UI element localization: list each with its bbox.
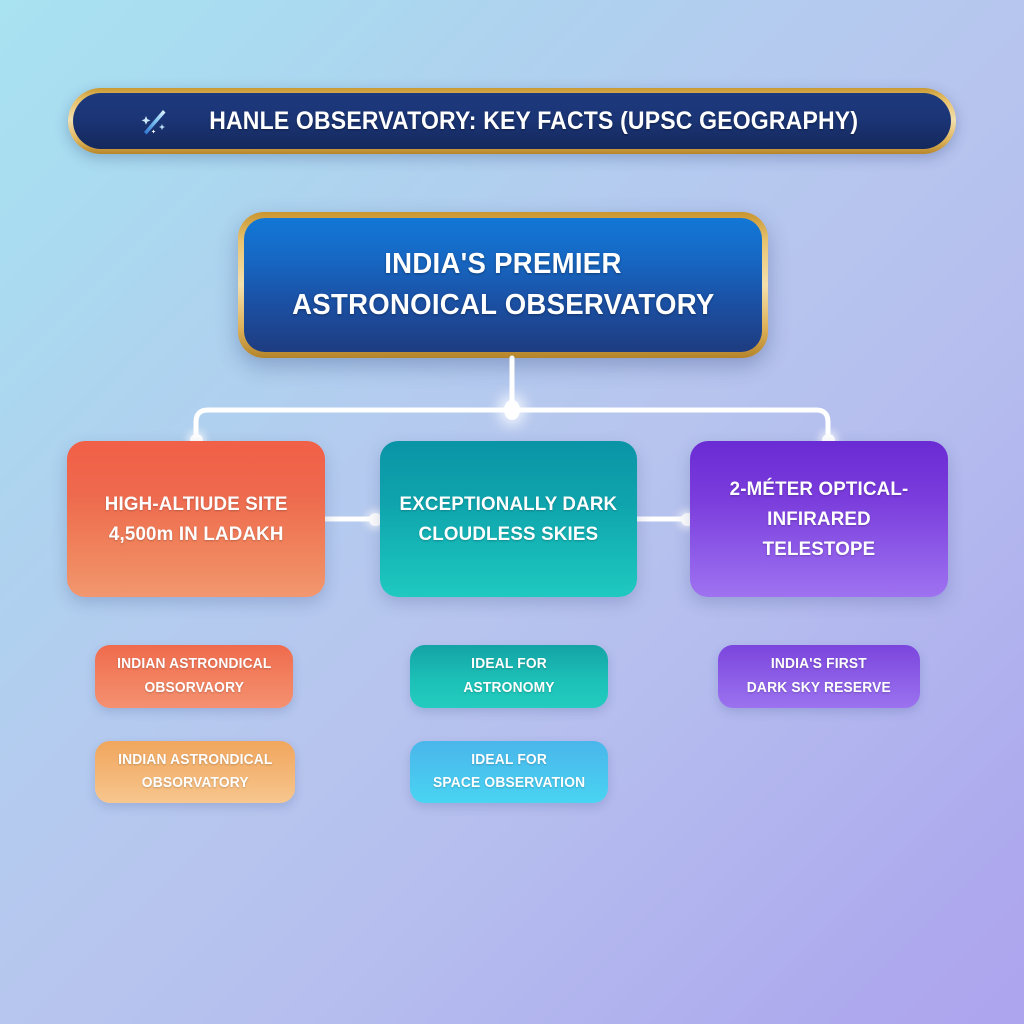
title-banner-inner: HANLE OBSERVATORY: KEY FACTS (UPSC GEOGR… bbox=[73, 93, 951, 149]
fact-card-1-text: HIGH-ALTIUDE SITE 4,500m IN LADAKH bbox=[91, 489, 301, 549]
fact-card-3-line-2: INFIRARED TELESTOPE bbox=[762, 507, 876, 561]
hero-line-2: ASTRONOICAL OBSERVATORY bbox=[291, 289, 715, 321]
connector-dot-card1-card2 bbox=[369, 513, 382, 526]
sub-pill-2a-line-1: IDEAL FOR bbox=[471, 656, 547, 673]
sub-pill-2a-line-2: ASTRONOMY bbox=[463, 679, 555, 696]
sub-pill-1b-line-2: OBSORVATORY bbox=[141, 775, 249, 791]
fact-card-3-text: 2-MÉTER OPTICAL- INFIRARED TELESTOPE bbox=[695, 474, 943, 565]
sub-pill-ideal-for-space-observation[interactable]: IDEAL FOR SPACE OBSERVATION bbox=[410, 741, 608, 803]
fact-card-3-line-1: 2-MÉTER OPTICAL- bbox=[729, 477, 909, 500]
sub-pill-1b-line-1: INDIAN ASTRONDICAL bbox=[117, 751, 273, 768]
fact-card-telescope[interactable]: 2-MÉTER OPTICAL- INFIRARED TELESTOPE bbox=[690, 441, 948, 597]
hero-line-1: INDIA'S PREMIER bbox=[384, 247, 622, 280]
hero-box[interactable]: INDIA'S PREMIER ASTRONOICAL OBSERVATORY bbox=[238, 212, 768, 358]
sub-pill-2b-line-2: SPACE OBSERVATION bbox=[432, 775, 586, 791]
sub-pill-2b-line-1: IDEAL FOR bbox=[471, 751, 547, 768]
sub-pill-3a-line-2: DARK SKY RESERVE bbox=[746, 679, 892, 696]
banner-title-text: HANLE OBSERVATORY: KEY FACTS (UPSC GEOGR… bbox=[209, 106, 859, 135]
sub-pill-2a-text: IDEAL FOR ASTRONOMY bbox=[454, 653, 564, 699]
sub-pill-1b-text: INDIAN ASTRONDICAL OBSORVATORY bbox=[108, 749, 281, 795]
sub-pill-ideal-for-astronomy[interactable]: IDEAL FOR ASTRONOMY bbox=[410, 645, 608, 708]
fact-card-1-line-2: 4,500m IN LADAKH bbox=[108, 523, 284, 545]
hub-node-dot bbox=[504, 400, 520, 420]
sub-pill-1a-line-1: INDIAN ASTRONDICAL bbox=[116, 656, 272, 673]
fact-card-2-line-2: CLOUDLESS SKIES bbox=[418, 523, 599, 545]
hero-box-inner: INDIA'S PREMIER ASTRONOICAL OBSERVATORY bbox=[244, 218, 762, 352]
sub-pill-2b-text: IDEAL FOR SPACE OBSERVATION bbox=[423, 749, 594, 795]
fact-card-2-text: EXCEPTIONALLY DARK CLOUDLESS SKIES bbox=[386, 489, 631, 549]
fact-card-high-altitude[interactable]: HIGH-ALTIUDE SITE 4,500m IN LADAKH bbox=[67, 441, 325, 597]
sub-pill-1a-text: INDIAN ASTRONDICAL OBSORVAORY bbox=[107, 653, 280, 699]
fact-card-dark-skies[interactable]: EXCEPTIONALLY DARK CLOUDLESS SKIES bbox=[380, 441, 637, 597]
sub-pill-3a-text: INDIA'S FIRST DARK SKY RESERVE bbox=[737, 653, 900, 699]
sub-pill-3a-line-1: INDIA'S FIRST bbox=[770, 656, 868, 673]
sub-pill-1a-line-2: OBSORVAORY bbox=[144, 679, 244, 696]
comet-sparkle-icon bbox=[141, 110, 166, 135]
sub-pill-indian-astronomical-observatory-2[interactable]: INDIAN ASTRONDICAL OBSORVATORY bbox=[95, 741, 295, 803]
title-banner: HANLE OBSERVATORY: KEY FACTS (UPSC GEOGR… bbox=[68, 88, 956, 154]
sub-pill-dark-sky-reserve[interactable]: INDIA'S FIRST DARK SKY RESERVE bbox=[718, 645, 920, 708]
fact-card-1-line-1: HIGH-ALTIUDE SITE bbox=[104, 492, 288, 515]
sub-pill-indian-astronomical-observatory-1[interactable]: INDIAN ASTRONDICAL OBSORVAORY bbox=[95, 645, 293, 708]
fact-card-2-line-1: EXCEPTIONALLY DARK bbox=[399, 492, 618, 515]
